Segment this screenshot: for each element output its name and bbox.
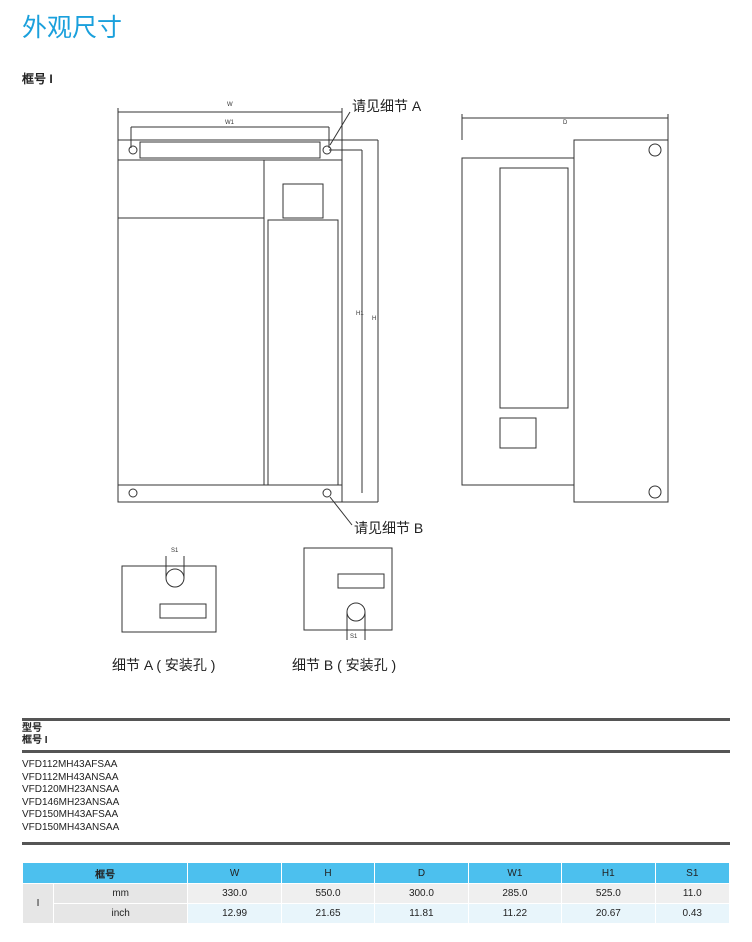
dim-w1-label: W1 — [225, 120, 235, 126]
table-row: inch 12.99 21.65 11.81 11.22 20.67 0.43 — [23, 904, 729, 923]
front-view — [117, 108, 379, 526]
header-w1: W1 — [468, 863, 562, 883]
dim-d-label: D — [563, 120, 568, 126]
detail-a — [121, 556, 217, 633]
cell: 11.22 — [468, 904, 562, 923]
header-h1: H1 — [562, 863, 655, 883]
cell: 0.43 — [655, 904, 729, 923]
callout-detail-a: 请见细节 A — [352, 98, 422, 114]
model-header: 型号 — [22, 723, 42, 734]
header-w: W — [188, 863, 281, 883]
header-frame: 框号 — [23, 863, 188, 883]
dimension-drawing: W W1 H H1 D S1 S1 — [117, 102, 669, 640]
frame-label: 框号 I — [22, 72, 53, 86]
divider — [22, 750, 730, 753]
dim-h-label: H — [372, 316, 376, 322]
unit-cell: inch — [54, 904, 188, 923]
model-item: VFD112MH43ANSAA — [22, 771, 119, 783]
cell: 11.81 — [375, 904, 468, 923]
divider — [22, 842, 730, 845]
dim-w-label: W — [227, 102, 233, 108]
side-view — [461, 114, 669, 503]
cell: 525.0 — [562, 884, 655, 903]
models-header: 型号 框号 I — [22, 723, 48, 747]
page-title: 外观尺寸 — [22, 14, 123, 42]
cell: 550.0 — [281, 884, 375, 903]
dim-h1-label: H1 — [356, 311, 364, 317]
detail-b-caption: 细节 B ( 安装孔 ) — [292, 657, 397, 673]
model-item: VFD112MH43AFSAA — [22, 759, 118, 770]
header-h: H — [281, 863, 375, 883]
cell: 21.65 — [281, 904, 375, 923]
cell: 300.0 — [375, 884, 468, 903]
unit-cell: mm — [54, 884, 188, 903]
dimension-table: 框号 W H D W1 H1 S1 I mm 330.0 550.0 300.0… — [22, 862, 730, 924]
detail-a-caption: 细节 A ( 安装孔 ) — [112, 657, 216, 673]
cell: 11.0 — [655, 884, 729, 903]
cell: 12.99 — [188, 904, 281, 923]
model-item: VFD150MH43AFSAA — [22, 809, 119, 820]
cell: 285.0 — [468, 884, 562, 903]
detail-b — [303, 547, 393, 640]
table-header-row: 框号 W H D W1 H1 S1 — [23, 863, 729, 883]
callout-detail-b: 请见细节 B — [354, 520, 424, 536]
model-item: VFD146MH23ANSAA — [22, 796, 120, 808]
model-list: VFD112MH43AFSAA VFD112MH43ANSAA VFD120MH… — [22, 759, 119, 834]
dim-s1-label-a: S1 — [171, 548, 179, 554]
cell: 330.0 — [188, 884, 281, 903]
dim-s1-label-b: S1 — [350, 634, 358, 640]
cell: 20.67 — [562, 904, 655, 923]
header-d: D — [375, 863, 468, 883]
model-item: VFD120MH23ANSAA — [22, 784, 120, 795]
divider — [22, 718, 730, 721]
header-s1: S1 — [655, 863, 729, 883]
table-row: I mm 330.0 550.0 300.0 285.0 525.0 11.0 — [23, 884, 729, 923]
model-item: VFD150MH43ANSAA — [22, 821, 120, 833]
frame-header: 框号 I — [22, 735, 48, 746]
frame-cell: I — [23, 884, 53, 923]
